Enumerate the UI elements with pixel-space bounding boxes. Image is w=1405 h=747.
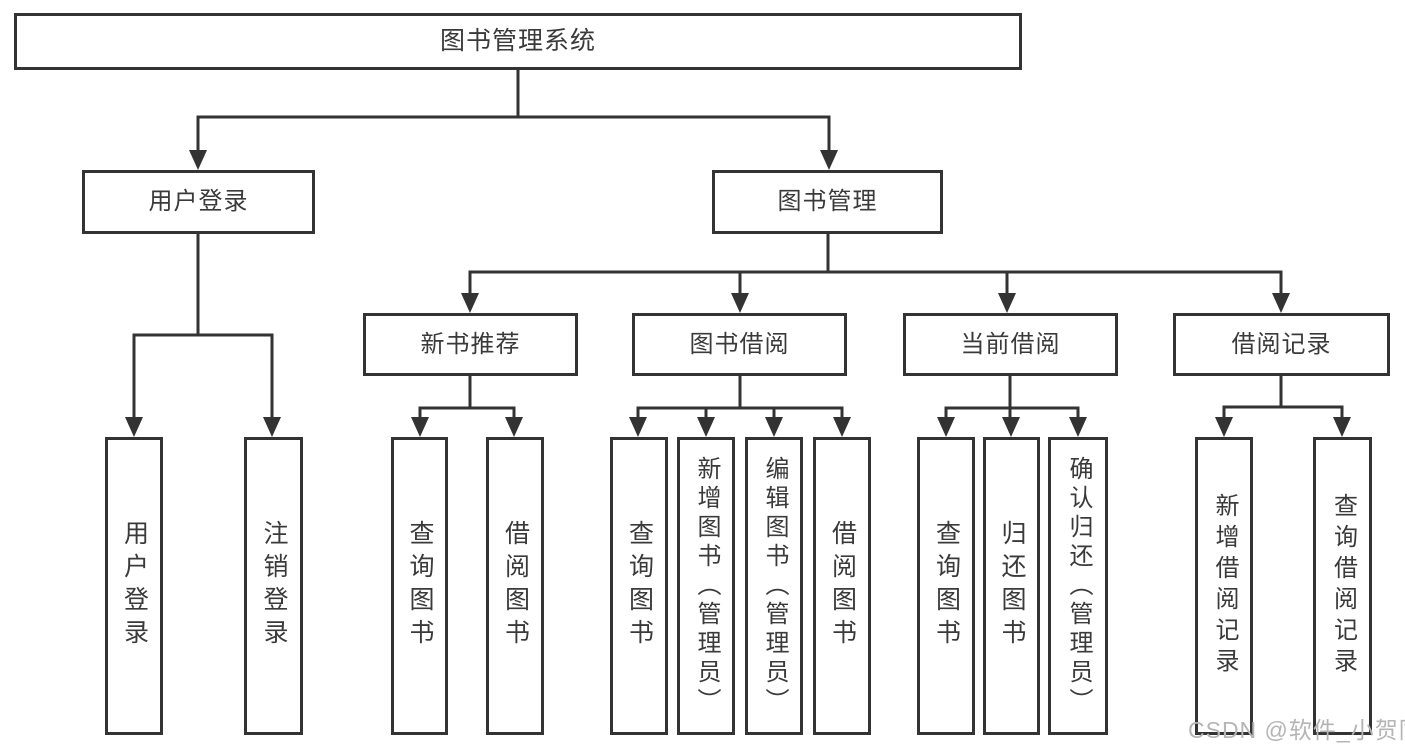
arrowhead-down-icon — [1002, 417, 1020, 437]
leaf-confirm-return-admin: 确认归还（管理员） — [1048, 437, 1108, 735]
arrowhead-down-icon — [411, 417, 429, 437]
watermark: CSDN @软件_小贺同学 — [1188, 717, 1405, 743]
arrowhead-down-icon — [937, 417, 955, 437]
leaf-query-books-current: 查询图书 — [917, 437, 975, 735]
connector-book-borrowing — [636, 374, 844, 420]
arrowhead-down-icon — [1215, 417, 1233, 437]
connector-new-book-recommend — [418, 374, 516, 420]
connector-user-login — [132, 231, 274, 420]
leaf-borrow-books-borrowing: 借阅图书 — [813, 437, 871, 735]
arrowhead-down-icon — [765, 417, 783, 437]
leaf-return-books: 归还图书 — [983, 437, 1040, 735]
leaf-add-books-admin: 新增图书（管理员） — [677, 437, 735, 735]
leaf-query-books-borrowing: 查询图书 — [610, 437, 668, 735]
arrowhead-down-icon — [1069, 417, 1087, 437]
arrowhead-down-icon — [998, 293, 1016, 313]
leaf-borrow-books-recommend: 借阅图书 — [486, 437, 544, 735]
leaf-logout: 注销登录 — [244, 437, 303, 735]
arrowhead-down-icon — [697, 417, 715, 437]
node-book-management: 图书管理 — [712, 170, 943, 234]
leaf-edit-books-admin: 编辑图书（管理员） — [745, 437, 803, 735]
arrowhead-down-icon — [731, 293, 749, 313]
arrowhead-down-icon — [1272, 293, 1290, 313]
leaf-add-borrow-record: 新增借阅记录 — [1195, 437, 1253, 735]
connector-borrowing-records — [1222, 374, 1344, 420]
node-new-book-recommend: 新书推荐 — [363, 313, 578, 376]
arrowhead-down-icon — [629, 417, 647, 437]
node-current-borrowing: 当前借阅 — [903, 313, 1118, 376]
arrowhead-down-icon — [1333, 417, 1351, 437]
arrowhead-down-icon — [820, 150, 838, 170]
node-system-root: 图书管理系统 — [14, 13, 1022, 70]
connector-current-borrowing — [944, 374, 1080, 420]
leaf-query-books-recommend: 查询图书 — [391, 437, 448, 735]
arrowhead-down-icon — [263, 417, 281, 437]
arrowhead-down-icon — [189, 150, 207, 170]
arrowhead-down-icon — [833, 417, 851, 437]
node-book-borrowing: 图书借阅 — [632, 313, 847, 376]
arrowhead-down-icon — [505, 417, 523, 437]
connector-root — [196, 68, 831, 153]
arrowhead-down-icon — [125, 417, 143, 437]
arrowhead-down-icon — [461, 293, 479, 313]
leaf-query-borrow-record: 查询借阅记录 — [1313, 437, 1372, 735]
connector-book-management — [468, 232, 1283, 296]
leaf-user-login: 用户登录 — [105, 437, 163, 735]
node-borrowing-records: 借阅记录 — [1173, 313, 1390, 376]
node-user-login: 用户登录 — [82, 170, 315, 234]
